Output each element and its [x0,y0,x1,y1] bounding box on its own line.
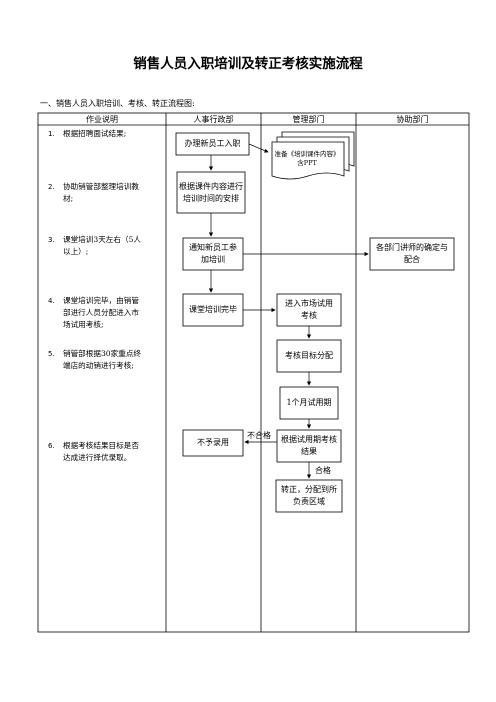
section-heading: 一、销售人员入职培训、考核、转正流程图: [40,99,195,108]
regular-box [275,479,343,513]
step-4: 4.课堂培训完毕，由销管部进行人员分配进入市场试用考核; [48,296,139,329]
column-header-management: 管理部门 [292,115,325,124]
arrange-label: 根据课件内容进行培训时间的安排 [179,181,243,203]
finish-label: 课堂培训完毕 [189,305,237,314]
market-trial-label: 进入市场试用考核 [285,299,333,320]
arrange-box [176,171,246,214]
market-trial-box [276,293,342,327]
hr-onboard-label: 办理新员工入职 [184,139,241,148]
prep-doc-label: 准备《培训课件内容》含PPT [274,150,340,167]
fail-label: 不合格 [247,431,271,440]
target-label: 考核目标分配 [285,351,333,360]
not-hired-box [182,429,244,457]
assist-box [369,237,455,271]
column-header-assist: 协助部门 [396,115,429,124]
pass-label: 合格 [315,466,331,475]
step-5: 5.销管部根据30家重点终端店的动销进行考核; [48,349,142,370]
step-3: 3.课堂培训3天左右（5人以上）; [48,235,142,256]
document-stack-icon [271,131,355,180]
not-hired-label: 不予录用 [197,438,229,447]
step-6: 6.根据考核结果目标是否达成进行择优录取。 [48,441,139,462]
step-2: 2.协助销管部整理培训教材; [48,182,139,203]
column-header-hr: 人事行政部 [193,115,234,124]
page-title: 销售人员入职培训及转正考核实施流程 [133,56,363,72]
target-box [276,339,342,373]
notify-label: 通知新员工参加培训 [189,243,237,264]
regular-label: 转正，分配到所负责区域 [281,485,337,506]
step-1: 1.根据招聘面试结果; [48,129,127,138]
one-month-box [279,386,339,420]
finish-box [182,293,244,327]
result-label: 根据试用期考核结果 [281,435,337,456]
one-month-label: 1个月试用期 [286,398,332,407]
assist-label: 各部门讲师的确定与配合 [376,243,448,264]
result-box [276,429,342,463]
column-header-description: 作业说明 [86,115,118,124]
